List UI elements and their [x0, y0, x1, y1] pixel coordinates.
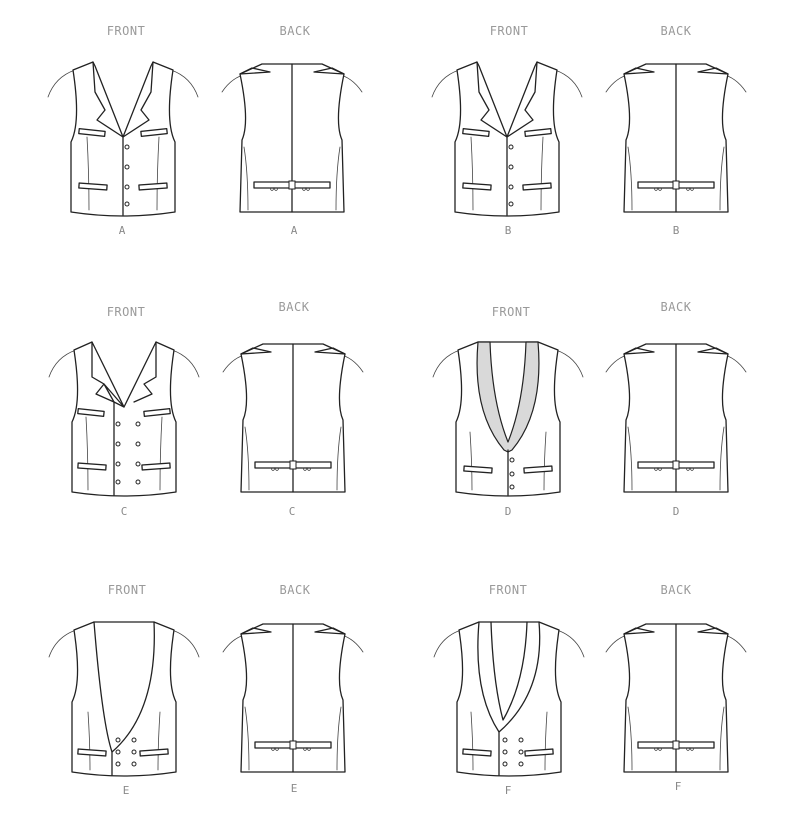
view-title: BACK [661, 300, 692, 314]
variant-label: F [505, 784, 512, 797]
view-title: FRONT [107, 24, 146, 38]
view-d-back: BACK D [605, 300, 747, 518]
view-title: BACK [279, 300, 310, 314]
row-2: FRONT C BACK C FRONT D BACK D [48, 300, 747, 518]
view-c-back: BACK C [222, 300, 364, 518]
view-d-front: FRONT D [432, 305, 584, 518]
view-f-back: BACK F [605, 583, 747, 793]
row-3: FRONT E BACK E FRONT F BACK F [48, 583, 747, 797]
view-title: BACK [661, 583, 692, 597]
variant-label: E [291, 782, 298, 795]
variant-label: C [121, 505, 128, 518]
vest-back-illustration [605, 63, 747, 213]
row-1: FRONT A BACK A FRONT B BACK B [47, 24, 747, 237]
view-title: BACK [661, 24, 692, 38]
variant-label: D [673, 505, 680, 518]
view-b-back: BACK B [605, 24, 747, 237]
view-title: BACK [280, 24, 311, 38]
vest-front-illustration [431, 61, 583, 217]
vest-front-illustration [432, 341, 584, 497]
vest-front-illustration [433, 621, 585, 777]
view-title: FRONT [490, 24, 529, 38]
variant-label: A [119, 224, 126, 237]
view-b-front: FRONT B [431, 24, 583, 237]
variant-label: F [675, 780, 682, 793]
variant-label: B [673, 224, 680, 237]
vest-front-illustration [48, 621, 200, 777]
vest-back-illustration [221, 63, 363, 213]
vest-front-illustration [48, 341, 200, 497]
view-a-front: FRONT A [47, 24, 199, 237]
view-e-front: FRONT E [48, 583, 200, 797]
view-title: FRONT [489, 583, 528, 597]
view-title: FRONT [108, 583, 147, 597]
vest-back-illustration [222, 343, 364, 493]
variant-label: D [505, 505, 512, 518]
variant-label: E [123, 784, 130, 797]
view-e-back: BACK E [222, 583, 364, 795]
variant-label: C [289, 505, 296, 518]
vest-back-illustration [222, 623, 364, 773]
view-title: FRONT [492, 305, 531, 319]
view-c-front: FRONT C [48, 305, 200, 518]
variant-label: A [291, 224, 298, 237]
view-a-back: BACK A [221, 24, 363, 237]
vest-back-illustration [605, 623, 747, 773]
view-title: BACK [280, 583, 311, 597]
vest-back-illustration [605, 343, 747, 493]
vest-front-illustration [47, 61, 199, 217]
view-f-front: FRONT F [433, 583, 585, 797]
view-title: FRONT [107, 305, 146, 319]
variant-label: B [505, 224, 512, 237]
